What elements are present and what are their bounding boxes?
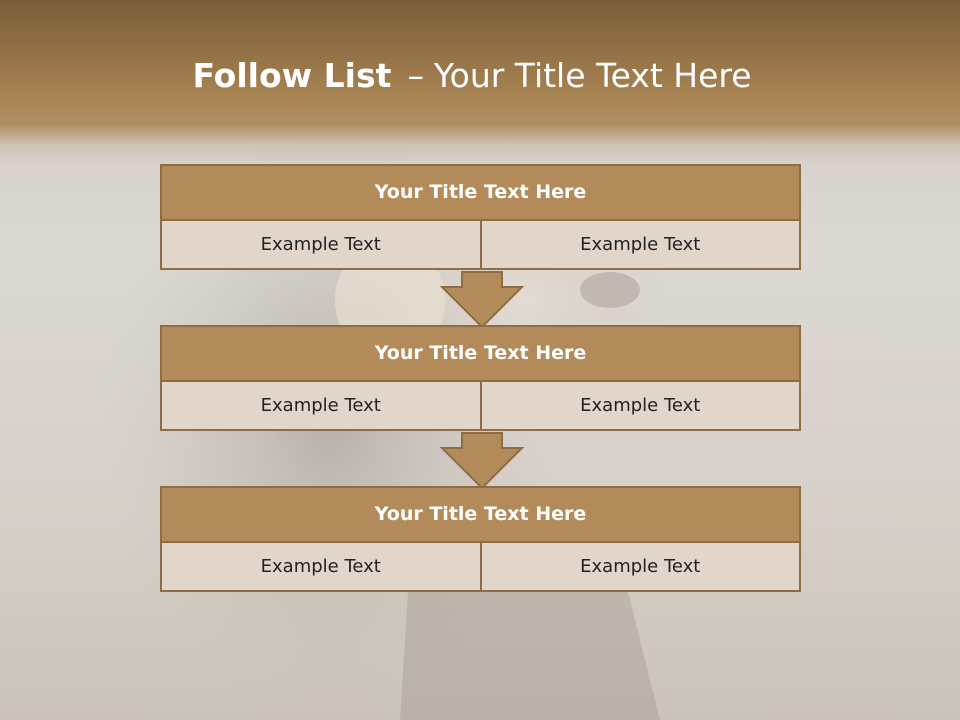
list-block-1: Your Title Text Here Example Text Exampl… bbox=[160, 164, 801, 270]
slide-title-rest: Your Title Text Here bbox=[433, 56, 752, 95]
block-title: Your Title Text Here bbox=[160, 486, 801, 543]
block-cell-right: Example Text bbox=[481, 543, 801, 592]
list-block-3: Your Title Text Here Example Text Exampl… bbox=[160, 486, 801, 592]
block-row: Example Text Example Text bbox=[160, 382, 801, 431]
block-row: Example Text Example Text bbox=[160, 543, 801, 592]
block-cell-left: Example Text bbox=[160, 221, 482, 270]
block-cell-right: Example Text bbox=[481, 221, 801, 270]
slide-title-dash: – bbox=[407, 56, 424, 95]
title-banner bbox=[0, 0, 960, 165]
block-title: Your Title Text Here bbox=[160, 164, 801, 221]
down-arrow-icon bbox=[440, 271, 524, 329]
block-cell-left: Example Text bbox=[160, 543, 482, 592]
block-cell-left: Example Text bbox=[160, 382, 482, 431]
block-title: Your Title Text Here bbox=[160, 325, 801, 382]
block-row: Example Text Example Text bbox=[160, 221, 801, 270]
list-block-2: Your Title Text Here Example Text Exampl… bbox=[160, 325, 801, 431]
block-cell-right: Example Text bbox=[481, 382, 801, 431]
down-arrow-icon bbox=[440, 432, 524, 490]
slide-title: Follow List–Your Title Text Here bbox=[0, 54, 944, 98]
slide-title-bold: Follow List bbox=[192, 56, 392, 95]
